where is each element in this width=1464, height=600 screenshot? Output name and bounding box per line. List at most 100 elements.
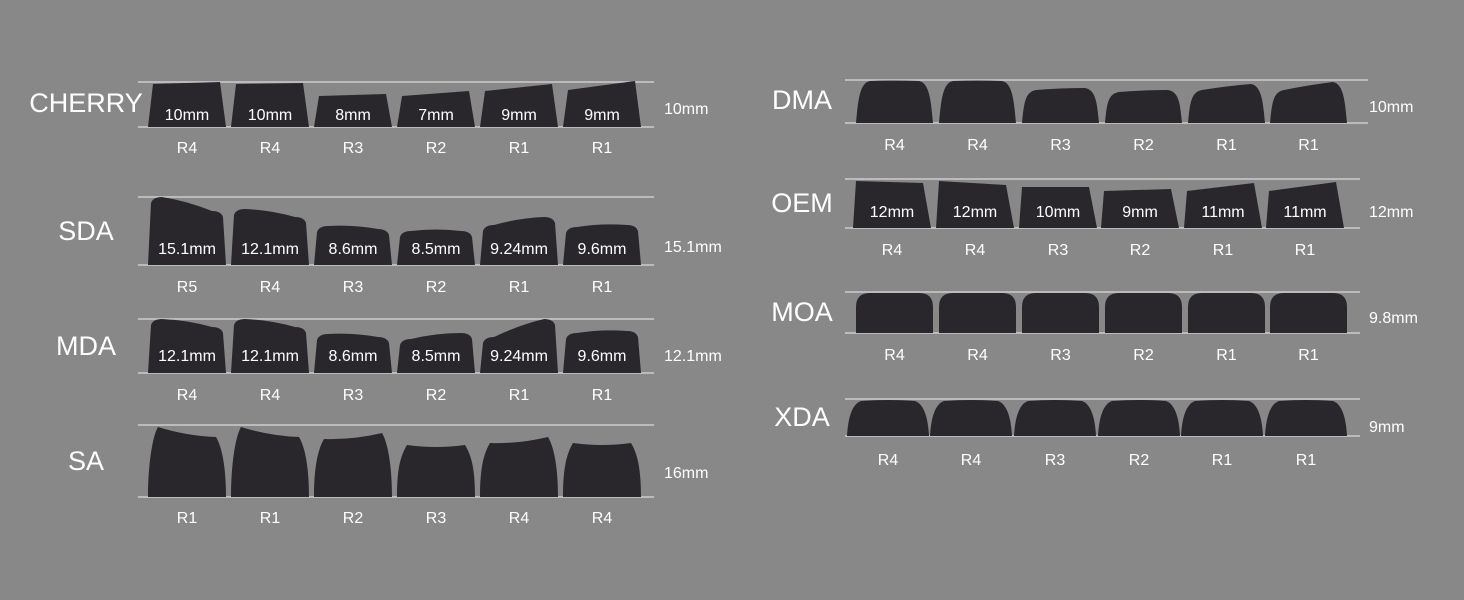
- keycap-shape: [480, 217, 558, 265]
- keycap-cherry-5: 9mm: [480, 84, 558, 127]
- keycap-mda-4: 8.5mm: [397, 333, 475, 373]
- row-label: R3: [343, 279, 364, 296]
- profile-height-mda: 12.1mm: [664, 348, 722, 365]
- row-label: R4: [882, 242, 903, 259]
- keycap-xda-6: [1265, 400, 1347, 436]
- row-label: R1: [1213, 242, 1234, 259]
- keycap-shape: [148, 427, 226, 497]
- keycap-shape: [231, 427, 309, 497]
- keycap-shape: [1105, 293, 1182, 333]
- profile-name-dma: DMA: [772, 85, 832, 115]
- row-label: R3: [1050, 137, 1071, 154]
- keycap-dma-2: [939, 80, 1016, 123]
- keycap-dma-3: [1022, 88, 1099, 123]
- keycap-height-label: 12.1mm: [241, 241, 299, 258]
- keycap-shape: [939, 293, 1016, 333]
- keycap-moa-5: [1188, 293, 1265, 333]
- keycap-shape: [480, 319, 558, 373]
- keycap-sda-1: 15.1mm: [148, 197, 226, 265]
- keycap-moa-4: [1105, 293, 1182, 333]
- keycap-height-label: 15.1mm: [158, 241, 216, 258]
- keycap-shape: [1098, 400, 1180, 436]
- row-label: R1: [1216, 347, 1237, 364]
- row-label: R1: [509, 140, 530, 157]
- keycap-shape: [314, 94, 392, 127]
- keycap-shape: [148, 82, 226, 127]
- keycap-shape: [1022, 88, 1099, 123]
- row-label: R3: [343, 387, 364, 404]
- keycap-shape: [314, 433, 392, 497]
- keycap-height-label: 10mm: [248, 107, 292, 124]
- row-label: R4: [884, 137, 905, 154]
- row-label: R1: [1295, 242, 1316, 259]
- profile-name-moa: MOA: [771, 297, 833, 327]
- row-label: R5: [177, 279, 198, 296]
- row-label: R2: [1129, 452, 1150, 469]
- keycap-height-label: 11mm: [1283, 204, 1326, 221]
- keycap-shape: [314, 333, 392, 373]
- keycap-moa-1: [856, 293, 933, 333]
- keycap-shape: [1270, 293, 1347, 333]
- keycap-shape: [1188, 293, 1265, 333]
- keycap-height-label: 7mm: [418, 107, 454, 124]
- profile-name-xda: XDA: [774, 402, 830, 432]
- keycap-moa-3: [1022, 293, 1099, 333]
- keycap-shape: [1270, 82, 1347, 123]
- row-label: R2: [1133, 347, 1154, 364]
- keycap-sda-5: 9.24mm: [480, 217, 558, 265]
- profile-height-sda: 15.1mm: [664, 239, 722, 256]
- keycap-cherry-2: 10mm: [231, 83, 309, 127]
- keycap-xda-5: [1181, 400, 1263, 436]
- keycap-xda-1: [847, 400, 929, 436]
- keycap-shape: [936, 181, 1014, 228]
- keycap-sa-5: [480, 437, 558, 497]
- row-label: R2: [426, 140, 447, 157]
- keycap-height-label: 12mm: [953, 204, 997, 221]
- keycap-height-label: 9mm: [1122, 204, 1158, 221]
- keycap-dma-6: [1270, 82, 1347, 123]
- row-label: R4: [967, 347, 988, 364]
- keycap-shape: [563, 224, 641, 265]
- keycap-shape: [1181, 400, 1263, 436]
- keycap-height-label: 12.1mm: [158, 348, 216, 365]
- row-label: R1: [260, 510, 281, 527]
- profile-height-sa: 16mm: [664, 465, 708, 482]
- row-label: R4: [177, 387, 198, 404]
- profile-name-cherry: CHERRY: [29, 88, 143, 118]
- keycap-shape: [1014, 400, 1096, 436]
- keycap-shape: [397, 229, 475, 265]
- row-label: R2: [426, 387, 447, 404]
- keycap-cherry-1: 10mm: [148, 82, 226, 127]
- row-label: R4: [961, 452, 982, 469]
- keycap-sa-1: [148, 427, 226, 497]
- keycap-shape: [148, 197, 226, 265]
- keycap-sa-6: [563, 443, 641, 497]
- keycap-shape: [480, 84, 558, 127]
- row-label: R1: [1296, 452, 1317, 469]
- profile-name-mda: MDA: [56, 331, 116, 361]
- row-label: R1: [592, 387, 613, 404]
- row-label: R1: [1216, 137, 1237, 154]
- keycap-shape: [563, 330, 641, 373]
- keycap-height-label: 9.24mm: [490, 241, 548, 258]
- keycap-shape: [397, 333, 475, 373]
- row-label: R3: [343, 140, 364, 157]
- keycap-mda-2: 12.1mm: [231, 319, 309, 373]
- keycap-height-label: 9.6mm: [578, 348, 627, 365]
- keycap-sa-2: [231, 427, 309, 497]
- keycap-shape: [1184, 183, 1262, 228]
- keycap-xda-3: [1014, 400, 1096, 436]
- keycap-height-label: 9mm: [501, 107, 537, 124]
- row-label: R3: [1045, 452, 1066, 469]
- row-label: R4: [260, 279, 281, 296]
- keycap-height-label: 9.6mm: [578, 241, 627, 258]
- row-label: R2: [426, 279, 447, 296]
- keycap-oem-4: 9mm: [1101, 189, 1179, 228]
- keycap-height-label: 8.5mm: [412, 348, 461, 365]
- keycap-shape: [1022, 293, 1099, 333]
- keycap-height-label: 8.6mm: [329, 348, 378, 365]
